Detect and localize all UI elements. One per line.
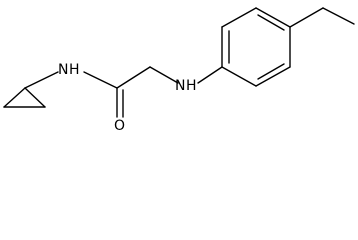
c-c-bond	[116, 66, 151, 89]
ring-bond	[221, 7, 257, 28]
ring-double-bond	[257, 14, 285, 31]
carbonyl-o-label: O	[114, 118, 125, 132]
c-n-bond	[149, 66, 179, 84]
ring-double-bond	[257, 63, 285, 80]
c-n-bond	[24, 71, 59, 89]
ethyl-bond	[322, 7, 355, 25]
molecule-diagram: N H O N H	[3, 7, 355, 134]
amine-n-label: N	[175, 78, 185, 94]
ring-bond	[221, 66, 257, 87]
cyclopropyl-bond	[3, 87, 26, 108]
structure-canvas: N H O N H	[3, 7, 355, 134]
amide-n-label: N	[58, 62, 68, 78]
amide-h-label: H	[69, 62, 80, 78]
cyclopropyl-bond	[24, 87, 46, 108]
ring-bond	[255, 7, 291, 28]
amine-h-label: H	[186, 78, 197, 94]
ethyl-bond	[289, 7, 324, 28]
n-c-bond	[83, 71, 118, 89]
n-aryl-bond	[197, 66, 223, 84]
ring-bond	[255, 66, 291, 87]
